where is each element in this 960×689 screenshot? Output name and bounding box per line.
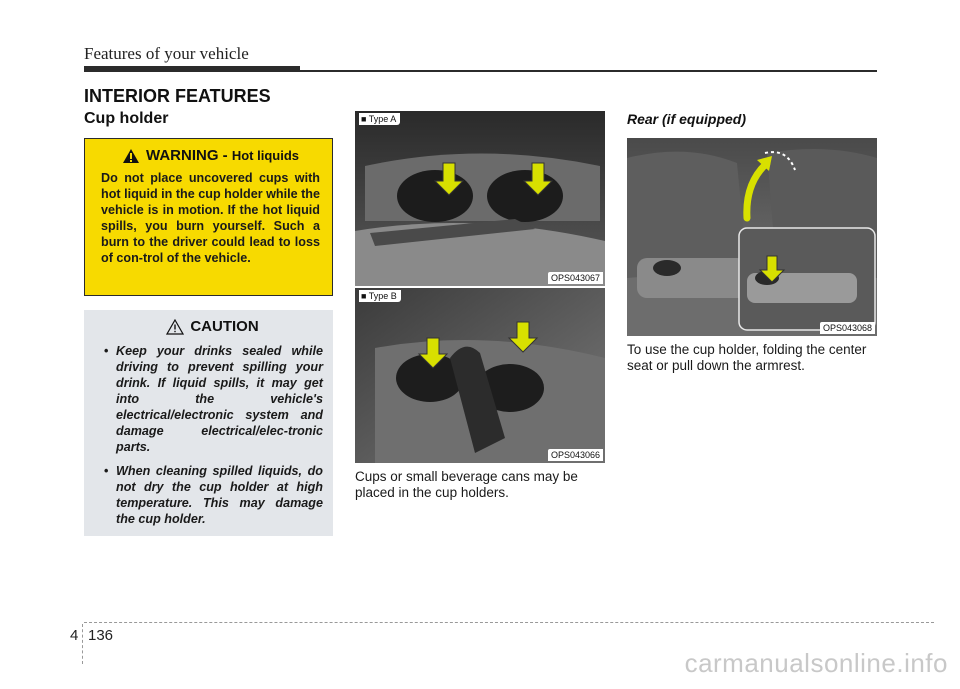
chapter-number: 4 <box>70 627 79 644</box>
warning-box: WARNING - Hot liquids Do not place uncov… <box>84 138 333 296</box>
rear-seat-illustration <box>627 138 877 336</box>
image-code: OPS043066 <box>547 449 603 461</box>
footer-divider <box>82 624 83 664</box>
rear-subtitle: Rear (if equipped) <box>627 111 747 127</box>
header-title: Features of your vehicle <box>84 44 249 63</box>
cup-holder-photo-type-a: ■ Type A OPS043067 <box>355 111 605 286</box>
subsection-title: Cup holder <box>84 110 169 127</box>
header-bar <box>84 66 300 72</box>
caution-heading: CAUTION <box>190 318 259 335</box>
rear-description: To use the cup holder, folding the cente… <box>627 342 867 373</box>
cup-holder-illustration <box>355 288 605 463</box>
cup-holder-photo-type-b: ■ Type B OPS043066 <box>355 288 605 463</box>
warning-header: WARNING - Hot liquids <box>101 147 320 164</box>
section-title: INTERIOR FEATURES <box>84 86 271 106</box>
caution-box: CAUTION Keep your drinks sealed while dr… <box>84 310 333 536</box>
warning-subheading: Hot liquids <box>231 148 299 163</box>
rear-cup-holder-photo: OPS043068 <box>627 138 877 336</box>
image-code: OPS043067 <box>547 272 603 284</box>
warning-heading: WARNING - Hot liquids <box>146 147 299 164</box>
caution-item: When cleaning spilled liquids, do not dr… <box>102 463 323 527</box>
caution-header: CAUTION <box>102 318 323 335</box>
caution-icon <box>166 318 185 335</box>
page-number: 136 <box>88 627 114 644</box>
image-code: OPS043068 <box>819 322 875 334</box>
footer-rule <box>84 622 934 623</box>
cup-holder-description: Cups or small beverage cans may be place… <box>355 469 578 500</box>
header-rule <box>300 70 877 72</box>
cup-holder-illustration <box>355 111 605 286</box>
warning-text: Do not place uncovered cups with hot liq… <box>101 171 320 265</box>
type-a-label: ■ Type A <box>359 113 401 125</box>
watermark: carmanualsonline.info <box>684 648 948 678</box>
caution-list: Keep your drinks sealed while driving to… <box>102 343 323 527</box>
type-b-label: ■ Type B <box>359 290 401 302</box>
warning-icon <box>123 148 139 163</box>
caution-item: Keep your drinks sealed while driving to… <box>102 343 323 455</box>
